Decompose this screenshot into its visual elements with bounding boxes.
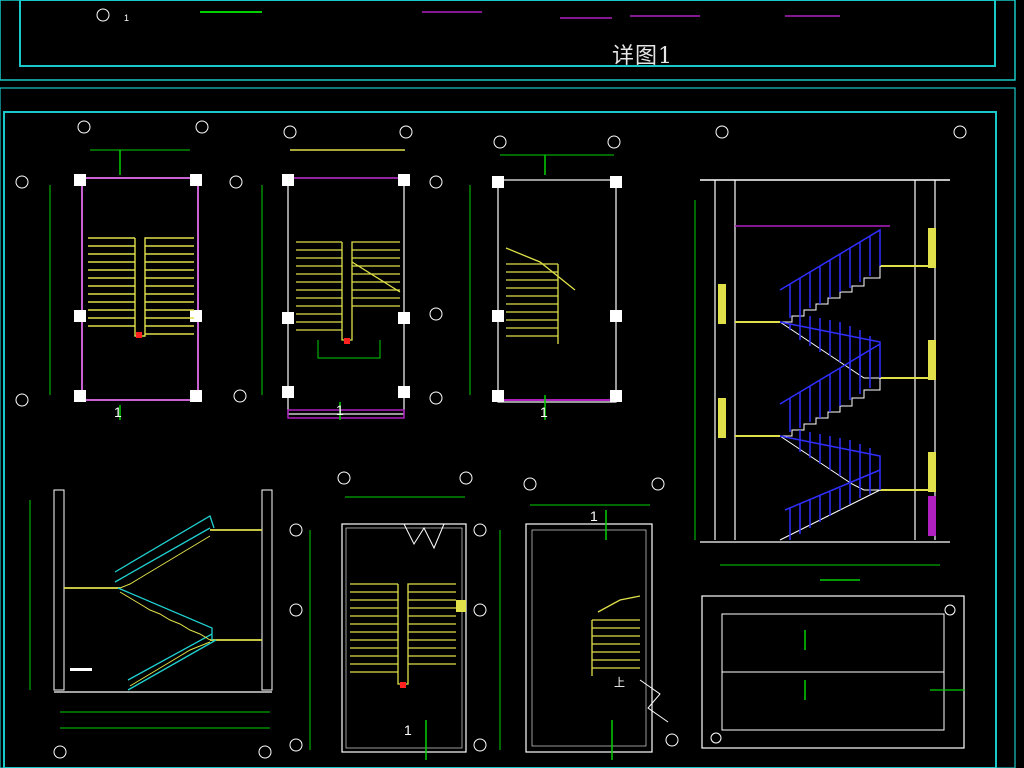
detail-box-bottom-right: [701, 595, 965, 749]
stair-plan-3: [469, 154, 622, 420]
plan3-section-mark: 1: [540, 404, 548, 420]
stair-section-elevation: [694, 179, 950, 581]
plan2-section-mark: 1: [336, 402, 344, 418]
top-small-label: 1: [124, 13, 130, 23]
axis-bubbles: [15, 120, 967, 759]
stair-plan-5: [499, 504, 669, 760]
main-panel-frame: [3, 111, 997, 768]
stair-plan-1: [49, 149, 202, 420]
stair-plan-2: [261, 149, 410, 420]
stair-plan-4: [309, 496, 467, 760]
main-outer-frame: [0, 87, 1016, 768]
plan1-section-mark: 1: [114, 404, 122, 420]
stair-section-small: [29, 489, 273, 729]
top-axis-bubble: [96, 8, 110, 22]
up-mark: 上: [614, 677, 625, 689]
plan4-section-mark: 1: [404, 722, 412, 738]
detail-title: 详图1: [612, 44, 673, 69]
top-detail-panel: [0, 0, 1016, 81]
plan5-section-mark: 1: [590, 508, 598, 524]
